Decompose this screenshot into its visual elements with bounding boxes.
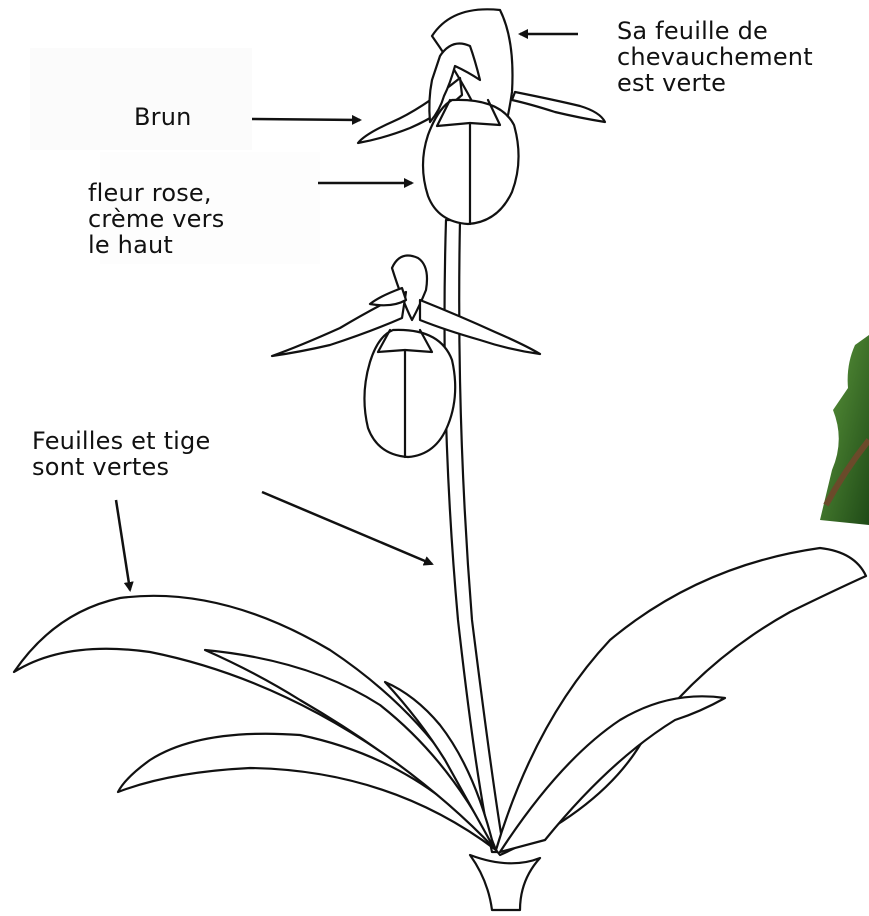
label-feuilles-tige: Feuilles et tige sont vertes (32, 428, 210, 480)
label-brun-line: Brun (134, 104, 192, 130)
arrow-feuilles-leaf (116, 500, 130, 590)
label-fleur-line-3: le haut (88, 232, 224, 258)
label-backdrop-brun (30, 48, 252, 150)
label-feuille-line-1: Sa feuille de (617, 18, 813, 44)
label-feuille-line-3: est verte (617, 70, 813, 96)
lower-flower-petal-left-fold (370, 288, 406, 305)
arrow-tige (262, 492, 432, 564)
lower-flower-pouch (364, 330, 455, 457)
label-brun: Brun (134, 104, 192, 130)
label-fleur-line-1: fleur rose, (88, 180, 224, 206)
leaf-photo-fragment (820, 335, 869, 525)
label-feuille-chevauchement: Sa feuille de chevauchement est verte (617, 18, 813, 96)
upper-flower-petal-right (512, 92, 605, 122)
label-fleur-line-2: crème vers (88, 206, 224, 232)
leaf-sheath-base (470, 855, 540, 910)
label-fleur: fleur rose, crème vers le haut (88, 180, 224, 258)
label-tige-line-2: sont vertes (32, 454, 210, 480)
arrow-brun (252, 119, 360, 120)
label-tige-line-1: Feuilles et tige (32, 428, 210, 454)
label-feuille-line-2: chevauchement (617, 44, 813, 70)
